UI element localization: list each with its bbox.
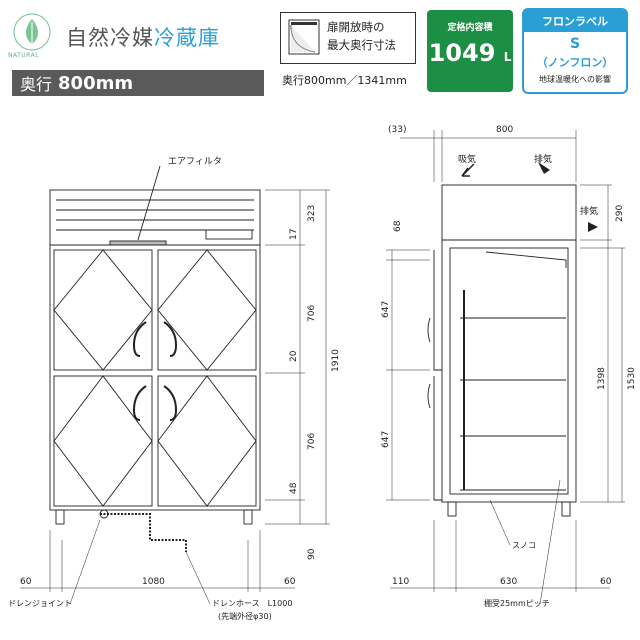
fluorocarbon-note: 地球温暖化への影響: [539, 75, 611, 84]
title-refrigerator: 冷蔵庫: [154, 26, 220, 50]
front-view: [20, 165, 330, 605]
shelf-pitch-label: 棚受25mmピッチ: [484, 598, 550, 608]
door-top-right: [157, 249, 257, 371]
dim-1910: 1910: [331, 349, 341, 372]
dim-17: 17: [289, 229, 299, 240]
side-exhaust-arrow-icon: [588, 222, 598, 232]
side-dim-630: 630: [500, 577, 517, 587]
side-exhaust-label: 排気: [580, 205, 598, 217]
depth-bar: 奥行 800mm: [12, 70, 264, 96]
fluorocarbon-header: フロンラベル: [524, 10, 626, 32]
capacity-label: 定格内容積: [447, 23, 493, 33]
airflow-arrows: [461, 162, 598, 232]
door-info-line1: 扉開放時の: [327, 20, 385, 34]
side-interior: [449, 247, 569, 495]
depth-label: 奥行: [20, 75, 53, 94]
side-dim-68: 68: [393, 220, 403, 232]
drain-hose-note: (先端外径φ30): [218, 611, 272, 621]
side-machine-section: [441, 184, 577, 241]
capacity-unit: L: [503, 50, 512, 64]
side-dim-1398: 1398: [597, 367, 607, 390]
side-dim-1530: 1530: [627, 367, 637, 390]
capacity-value: 1049: [428, 39, 496, 67]
title-natural-refrigerant: 自然冷媒: [66, 26, 154, 50]
dim-60-left: 60: [20, 577, 32, 587]
drain-hose-label: ドレンホース L1000: [212, 599, 292, 608]
intake-arrow-icon: [461, 163, 475, 177]
fluorocarbon-label: フロンラベル S （ノンフロン） 地球温暖化への影響: [522, 8, 628, 94]
dim-60-right: 60: [284, 577, 296, 587]
natural-logo-icon: [13, 13, 51, 51]
dim-706-top: 706: [307, 305, 317, 322]
front-dims-right: 323 17 706 20 706 48 90 1910: [289, 205, 341, 560]
side-dim-647-top: 647: [381, 301, 391, 318]
air-filter-label: エアフィルタ: [168, 156, 222, 167]
side-dim-647-bottom: 647: [381, 431, 391, 448]
sunoko-label: スノコ: [512, 541, 536, 550]
dim-323: 323: [307, 205, 317, 222]
door-open-info-box: 扉開放時の最大奥行寸法: [280, 12, 416, 64]
control-panel: [205, 229, 253, 240]
dim-706-bottom: 706: [307, 433, 317, 450]
front-body: [49, 244, 261, 511]
side-dim-110: 110: [392, 577, 409, 587]
side-dim-60: 60: [600, 577, 612, 587]
page-title: 自然冷媒冷蔵庫: [66, 22, 220, 52]
side-dim-33: (33): [388, 125, 406, 135]
depth-value: 800mm: [58, 72, 134, 94]
side-body: [441, 239, 577, 503]
drain-joint-label: ドレンジョイント: [8, 599, 72, 608]
door-open-icon: [288, 19, 320, 55]
side-dim-800: 800: [496, 125, 513, 135]
dim-1080: 1080: [142, 577, 165, 587]
door-info-line2: 最大奥行寸法: [327, 38, 396, 52]
exhaust-label: 排気: [534, 153, 552, 165]
dim-20: 20: [289, 350, 299, 362]
dim-48: 48: [289, 482, 299, 494]
side-view: [386, 130, 625, 605]
intake-label: 吸気: [458, 153, 476, 165]
dim-90: 90: [307, 548, 317, 560]
logo-text: NATURAL: [8, 52, 40, 59]
door-top-left: [53, 249, 153, 371]
front-machine-section: [49, 189, 261, 246]
side-dim-290: 290: [615, 205, 625, 222]
capacity-badge: 定格内容積 1049 L: [427, 10, 513, 92]
fluorocarbon-name: （ノンフロン）: [536, 56, 614, 69]
door-depth-caption: 奥行800mm／1341mm: [282, 74, 407, 87]
fluorocarbon-grade: S: [569, 36, 581, 52]
exhaust-arrow-icon: [538, 162, 550, 174]
